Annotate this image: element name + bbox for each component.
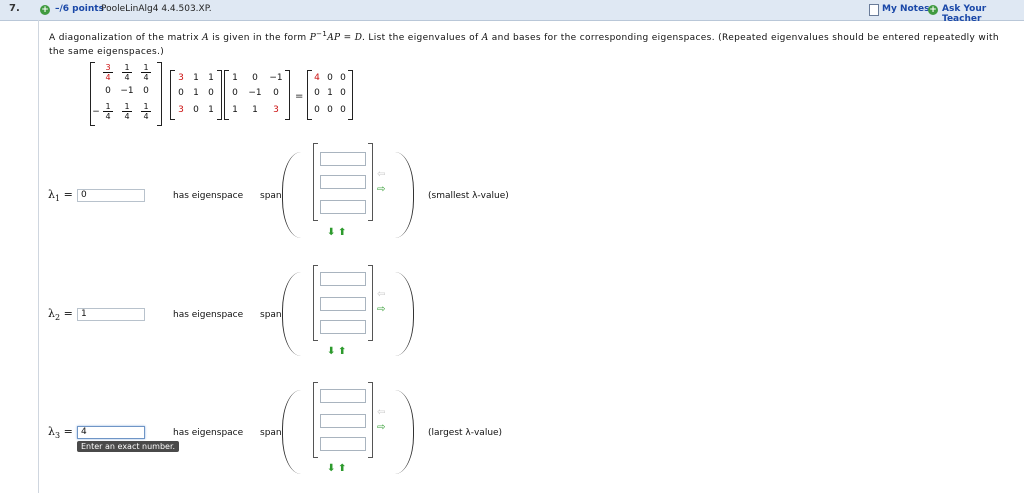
has-eigenspace-label: has eigenspace (173, 428, 244, 438)
left-paren (282, 152, 301, 238)
has-eigenspace-label: has eigenspace (173, 310, 244, 320)
p-r3c3: 3 (273, 105, 279, 115)
p-r3c1: 1 (232, 105, 238, 115)
add-column-arrow-icon[interactable]: ⇨ (377, 304, 386, 315)
vector-entry-2[interactable] (320, 414, 366, 428)
a-r3c1: 3 (178, 105, 184, 115)
remove-row-arrow-icon[interactable]: ⬆ (338, 463, 347, 474)
d-r2c1: 0 (314, 88, 320, 98)
lambda-2-label: λ2 = (48, 307, 73, 323)
points-label: –/6 points (55, 4, 104, 14)
a-r3c2: 0 (193, 105, 199, 115)
matrix-a: 3 1 1 0 1 0 3 0 1 (170, 70, 222, 120)
d-r2c3: 0 (340, 88, 346, 98)
left-paren (282, 272, 301, 356)
a-r2c1: 0 (178, 88, 184, 98)
lambda-1-label: λ1 = (48, 188, 73, 204)
question-number: 7. (9, 3, 20, 14)
matrix-d: 4 0 0 0 1 0 0 0 0 (307, 70, 353, 120)
span-label: span (260, 428, 282, 438)
p-r2c2: −1 (248, 88, 262, 98)
vector-entry-1[interactable] (320, 272, 366, 286)
vector-entry-1[interactable] (320, 389, 366, 403)
smallest-note: (smallest λ-value) (428, 191, 509, 201)
lambda-3-label: λ3 = (48, 425, 73, 441)
lambda-2-input[interactable]: 1 (77, 308, 145, 321)
a-r3c3: 1 (208, 105, 214, 115)
lambda-3-input[interactable]: 4 (77, 426, 145, 439)
a-r1c3: 1 (208, 73, 214, 83)
vector-entry-2[interactable] (320, 297, 366, 311)
remove-column-arrow-icon[interactable]: ⇦ (377, 169, 386, 180)
right-paren (395, 152, 414, 238)
remove-row-arrow-icon[interactable]: ⬆ (338, 227, 347, 238)
a-r2c3: 0 (208, 88, 214, 98)
my-notes-link[interactable]: My Notes (882, 4, 930, 14)
span-label: span (260, 310, 282, 320)
d-r2c2: 1 (327, 88, 333, 98)
span-label: span (260, 191, 282, 201)
d-r3c3: 0 (340, 105, 346, 115)
question-header: 7. + –/6 points PooleLinAlg4 4.4.503.XP.… (0, 0, 1024, 24)
add-row-arrow-icon[interactable]: ⬇ (327, 463, 336, 474)
remove-column-arrow-icon[interactable]: ⇦ (377, 289, 386, 300)
pinv-r2c1: 0 (105, 86, 111, 96)
pinv-r2c2: −1 (120, 86, 134, 96)
has-eigenspace-label: has eigenspace (173, 191, 244, 201)
vector-entry-3[interactable] (320, 437, 366, 451)
vector-entry-3[interactable] (320, 200, 366, 214)
right-paren (395, 272, 414, 356)
p-r2c3: 0 (273, 88, 279, 98)
vector-entry-1[interactable] (320, 152, 366, 166)
d-r3c2: 0 (327, 105, 333, 115)
equals-sign: = (295, 91, 304, 102)
notes-icon[interactable] (869, 4, 879, 16)
a-r1c2: 1 (193, 73, 199, 83)
vector-bracket (313, 265, 373, 341)
expand-plus-icon[interactable]: + (40, 5, 50, 15)
p-r3c2: 1 (252, 105, 258, 115)
pinv-r2c3: 0 (143, 86, 149, 96)
left-rule (38, 20, 39, 493)
p-r1c3: −1 (269, 73, 283, 83)
right-paren (395, 390, 414, 474)
p-r1c1: 1 (232, 73, 238, 83)
add-column-arrow-icon[interactable]: ⇨ (377, 422, 386, 433)
ask-teacher-link[interactable]: Ask Your Teacher (942, 4, 987, 24)
a-r2c2: 1 (193, 88, 199, 98)
d-r1c3: 0 (340, 73, 346, 83)
p-r1c2: 0 (252, 73, 258, 83)
question-source: PooleLinAlg4 4.4.503.XP. (101, 4, 212, 14)
left-paren (282, 390, 301, 474)
largest-note: (largest λ-value) (428, 428, 503, 438)
a-r1c1: 3 (178, 73, 184, 83)
d-r1c2: 0 (327, 73, 333, 83)
add-column-arrow-icon[interactable]: ⇨ (377, 184, 386, 195)
vector-bracket (313, 382, 373, 458)
remove-row-arrow-icon[interactable]: ⬆ (338, 346, 347, 357)
pinv-r3-sign: − (92, 107, 100, 117)
add-row-arrow-icon[interactable]: ⬇ (327, 346, 336, 357)
question-text: A diagonalization of the matrix A is giv… (49, 30, 999, 57)
matrix-p: 1 0 −1 0 −1 0 1 1 3 (224, 70, 290, 120)
d-r3c1: 0 (314, 105, 320, 115)
ask-plus-icon[interactable]: + (928, 5, 938, 15)
vector-bracket (313, 143, 373, 221)
vector-entry-3[interactable] (320, 320, 366, 334)
lambda-1-input[interactable]: 0 (77, 189, 145, 202)
add-row-arrow-icon[interactable]: ⬇ (327, 227, 336, 238)
d-r1c1: 4 (314, 73, 320, 83)
vector-entry-2[interactable] (320, 175, 366, 189)
input-tooltip: Enter an exact number. (77, 441, 180, 452)
p-r2c1: 0 (232, 88, 238, 98)
remove-column-arrow-icon[interactable]: ⇦ (377, 407, 386, 418)
